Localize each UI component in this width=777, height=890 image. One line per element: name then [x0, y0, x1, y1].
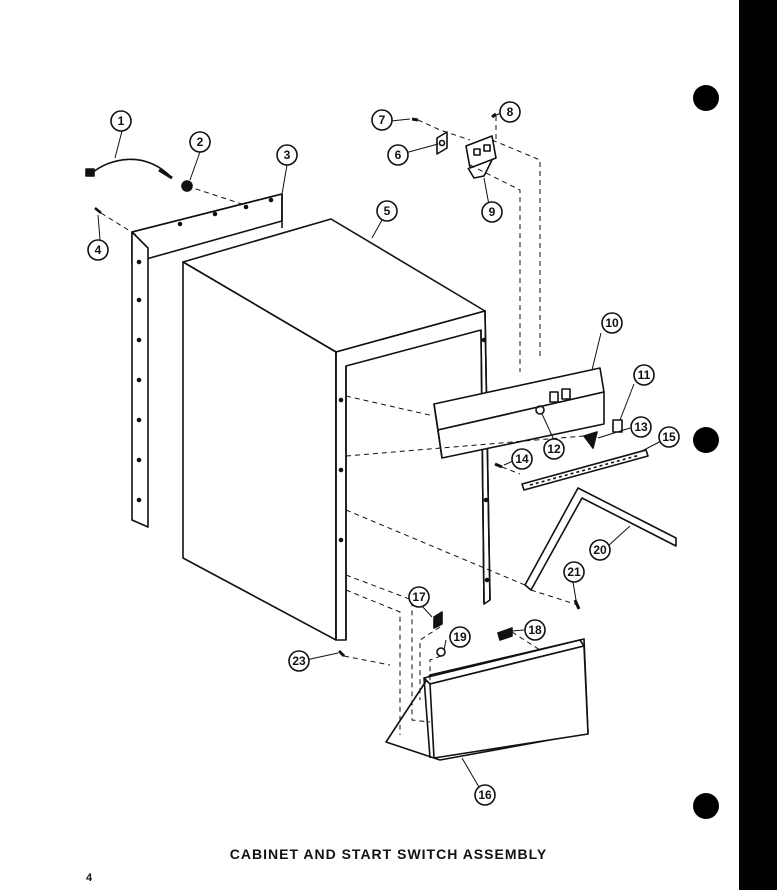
callout-19 [449, 626, 471, 648]
lever-part [583, 431, 598, 449]
callout-11 [633, 364, 655, 386]
callout-21 [563, 561, 585, 583]
callout-label-2: 2 [197, 135, 204, 149]
callout-7 [371, 109, 393, 131]
callout-8 [499, 101, 521, 123]
callout-label-6: 6 [395, 148, 402, 162]
callout-label-13: 13 [634, 420, 648, 434]
callout-label-20: 20 [593, 543, 607, 557]
callout-20 [589, 539, 611, 561]
callout-label-23: 23 [292, 654, 306, 668]
callout-4 [87, 239, 109, 261]
support-bracket-part [524, 487, 677, 591]
callout-label-11: 11 [638, 368, 651, 382]
callout-14 [511, 448, 533, 470]
callout-label-21: 21 [567, 565, 581, 579]
diagram-caption: CABINET AND START SWITCH ASSEMBLY [229, 846, 548, 862]
back-panel-part [131, 193, 283, 528]
callout-10 [601, 312, 623, 334]
callout-circles [87, 101, 680, 806]
callout-label-10: 10 [605, 316, 619, 330]
screw-part-14 [494, 462, 503, 469]
kick-panel-part [385, 638, 589, 761]
callout-6 [387, 144, 409, 166]
callout-label-8: 8 [507, 105, 514, 119]
callout-label-17: 17 [412, 590, 426, 604]
clip-part-17 [433, 611, 443, 629]
switch-bracket-part [411, 112, 497, 179]
power-cord-part [85, 158, 173, 180]
callout-label-4: 4 [95, 243, 102, 257]
callout-label-12: 12 [547, 442, 561, 456]
callout-23 [288, 650, 310, 672]
callout-label-9: 9 [489, 205, 496, 219]
callout-label-15: 15 [662, 430, 676, 444]
callout-17 [408, 586, 430, 608]
binder-hole-bottom [693, 793, 719, 819]
callout-label-3: 3 [284, 148, 291, 162]
screw-part-23 [337, 649, 346, 658]
binder-hole-middle [693, 427, 719, 453]
callout-15 [658, 426, 680, 448]
callout-label-5: 5 [384, 204, 391, 218]
trim-strip-part [521, 449, 649, 491]
cabinet-part [182, 218, 491, 641]
callout-1 [110, 110, 132, 132]
button-part-18 [497, 627, 513, 641]
callout-label-18: 18 [528, 623, 542, 637]
callout-13 [630, 416, 652, 438]
callout-label-7: 7 [379, 113, 386, 127]
binder-hole-top [693, 85, 719, 111]
callout-5 [376, 200, 398, 222]
page-number: 4 [86, 872, 93, 884]
callout-labels: 1 2 3 4 5 6 7 8 9 10 11 12 13 14 15 16 1… [95, 105, 676, 802]
callout-2 [189, 131, 211, 153]
callout-3 [276, 144, 298, 166]
page-edge-bar [739, 0, 777, 890]
screw-part-4 [94, 207, 102, 214]
callout-label-16: 16 [478, 788, 492, 802]
callout-18 [524, 619, 546, 641]
callout-12 [543, 438, 565, 460]
callout-16 [474, 784, 496, 806]
control-panel-part [433, 367, 605, 459]
explode-lines [100, 116, 585, 735]
callout-label-14: 14 [515, 452, 529, 466]
callout-9 [481, 201, 503, 223]
callout-label-1: 1 [118, 114, 125, 128]
callout-label-19: 19 [453, 630, 467, 644]
insert-part [612, 419, 623, 433]
